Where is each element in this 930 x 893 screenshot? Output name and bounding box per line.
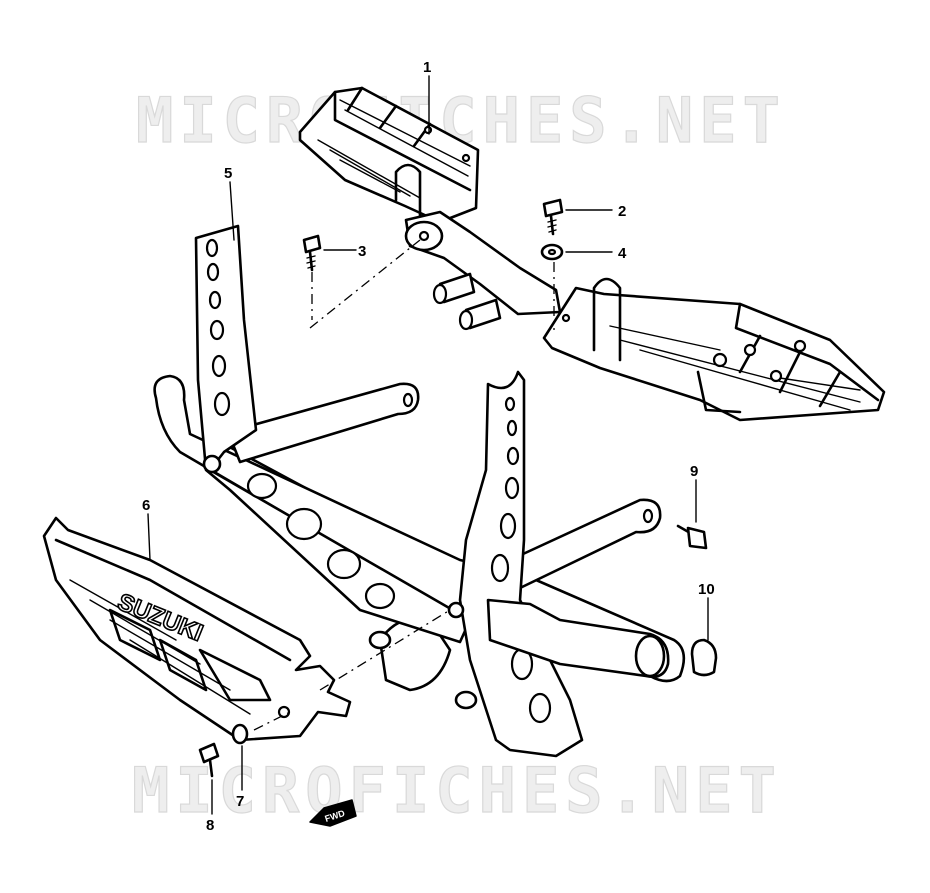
callouts: 1 2 3 4 5 6 7 8 9 10	[142, 59, 715, 834]
callout-8: 8	[206, 817, 214, 834]
forward-arrow: FWD	[309, 799, 357, 827]
callout-2: 2	[618, 203, 626, 220]
part-3-bolt	[302, 234, 322, 272]
part-5-left-side-plate	[194, 224, 472, 644]
leader-lines	[147, 75, 709, 815]
part-2-bolt	[542, 198, 564, 236]
part-10-cap	[690, 638, 718, 677]
callout-4: 4	[618, 245, 627, 262]
watermark-bottom: MICROFICHES.NET	[132, 754, 782, 827]
part-1-footrest-bar	[298, 86, 886, 422]
callout-9: 9	[690, 463, 698, 480]
part-4-washer	[540, 243, 564, 261]
watermark-top: MICROFICHES.NET	[136, 84, 786, 157]
part-9-bolt	[676, 524, 708, 550]
part-8-bolt	[198, 742, 220, 778]
callout-1: 1	[423, 59, 431, 76]
callout-10: 10	[698, 581, 715, 598]
callout-3: 3	[358, 243, 366, 260]
part-6-skid-plate: SUZUKI	[42, 516, 352, 742]
callout-6: 6	[142, 497, 150, 514]
callout-7: 7	[236, 793, 244, 810]
part-7-washer	[231, 723, 249, 745]
callout-5: 5	[224, 165, 232, 182]
